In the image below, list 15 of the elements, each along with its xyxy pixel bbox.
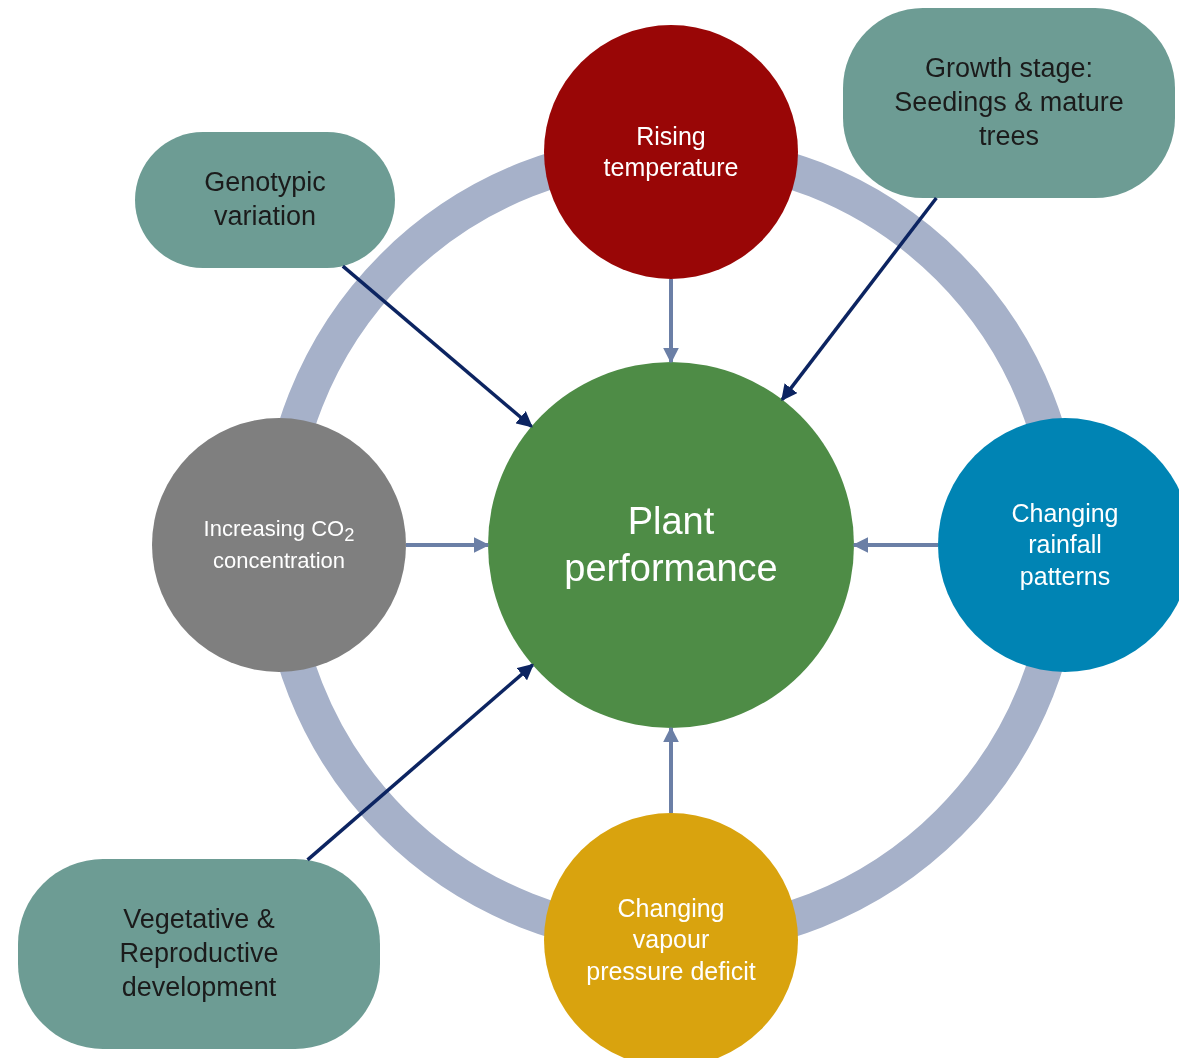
arrow	[306, 663, 534, 862]
arrow	[341, 264, 533, 428]
node-label: Vegetative & Reproductive development	[118, 903, 280, 1004]
node-label: Genotypic variation	[203, 166, 327, 233]
node-label: Plant performance	[563, 498, 779, 591]
node-label: Rising temperature	[602, 120, 740, 183]
node-label: Increasing CO$_{2}$ concentration	[202, 515, 356, 575]
arrow	[780, 196, 938, 401]
node-label: Changing rainfall patterns	[1010, 498, 1120, 592]
node-label: Changing vapour pressure deficit	[586, 893, 756, 987]
arrow	[663, 726, 679, 813]
arrow	[852, 537, 938, 553]
arrow	[663, 279, 679, 364]
arrow	[406, 537, 490, 553]
node-label: Growth stage: Seedings & mature trees	[893, 52, 1125, 153]
